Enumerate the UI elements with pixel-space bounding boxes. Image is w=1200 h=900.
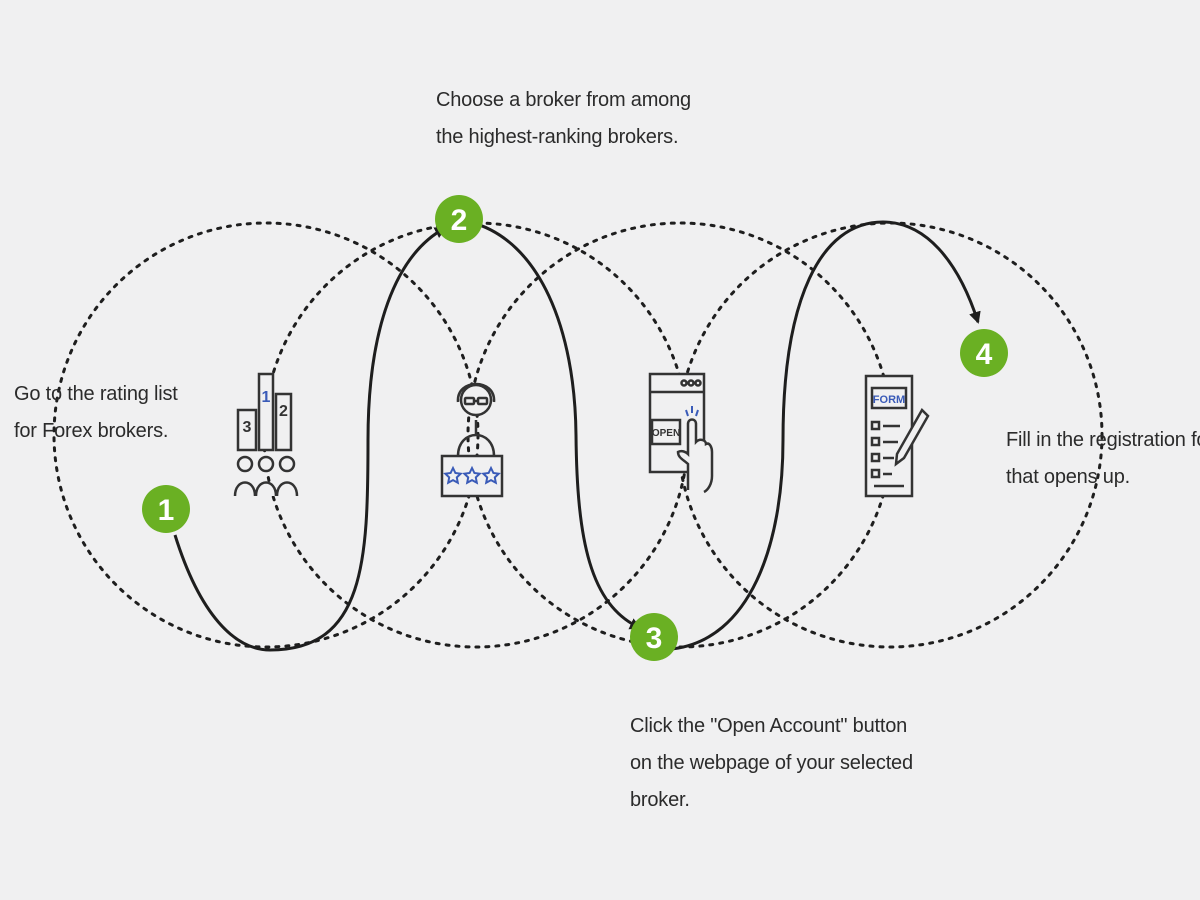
open-account-click-icon: OPEN xyxy=(648,372,714,494)
step-4-line-2: that opens up. xyxy=(1006,466,1130,488)
podium-label-3: 3 xyxy=(243,419,252,436)
step-3-line-3: broker. xyxy=(630,789,690,811)
connector-arc-3-to-4 xyxy=(671,220,981,651)
step-number-4: 4 xyxy=(976,338,993,371)
step-1-line-1: Go to the rating list xyxy=(14,383,178,405)
step-3-line-2: on the webpage of your selected xyxy=(630,752,913,774)
step-number-3: 3 xyxy=(646,622,663,655)
podium-ranking-icon: 1 2 3 xyxy=(233,372,299,497)
step-3-line-1: Click the "Open Account" button xyxy=(630,715,908,737)
step-2-line-2: the highest-ranking brokers. xyxy=(436,126,679,148)
step-4-caption: Fill in the registration form that opens… xyxy=(1006,422,1200,496)
step-badge-2: 2 xyxy=(435,195,483,243)
step-3-caption: Click the "Open Account" button on the w… xyxy=(630,708,913,819)
podium-label-2: 2 xyxy=(279,403,288,420)
registration-form-icon: FORM xyxy=(864,374,930,498)
step-number-2: 2 xyxy=(451,204,468,237)
connector-arc-1-to-2 xyxy=(173,226,447,652)
step-1-line-2: for Forex brokers. xyxy=(14,420,169,442)
connector-arc-2-to-3 xyxy=(469,220,642,630)
step-1-caption: Go to the rating list for Forex brokers. xyxy=(14,376,178,450)
step-2-line-1: Choose a broker from among xyxy=(436,89,691,111)
step-badge-1: 1 xyxy=(142,485,190,533)
rated-broker-icon xyxy=(440,382,504,498)
form-label: FORM xyxy=(873,394,905,406)
step-4-line-1: Fill in the registration form xyxy=(1006,429,1200,451)
step-badge-3: 3 xyxy=(630,613,678,661)
podium-label-1: 1 xyxy=(262,389,271,406)
step-number-1: 1 xyxy=(158,494,175,527)
open-button-label: OPEN xyxy=(652,428,680,439)
step-badge-4: 4 xyxy=(960,329,1008,377)
step-2-caption: Choose a broker from among the highest-r… xyxy=(436,82,691,156)
